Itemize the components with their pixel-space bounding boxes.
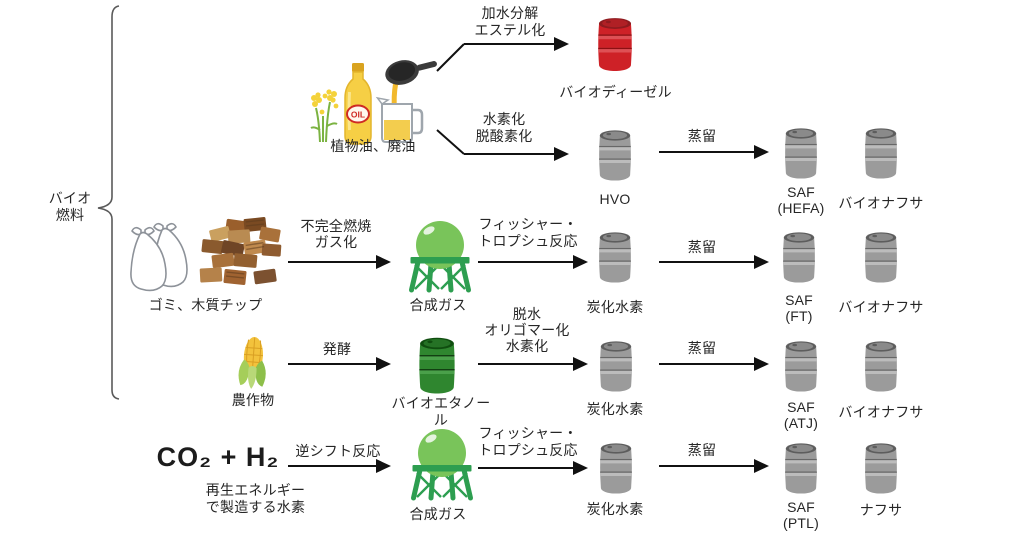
syngas-tank-icon-1: [404, 220, 476, 294]
trash-bags-icon: [126, 220, 192, 296]
syngas-label-2: 合成ガス: [409, 506, 467, 522]
hydrocarbon-drum-icon-3: [598, 439, 634, 495]
distill-label-4: 蒸留: [687, 442, 717, 458]
distill-label-2: 蒸留: [687, 239, 717, 255]
waste-source-label: ゴミ、木質チップ: [148, 297, 263, 313]
hydrocarbon-drum-icon-1: [597, 228, 633, 284]
syngas-label-1: 合成ガス: [409, 297, 467, 313]
saf-ft-drum-icon: [781, 228, 817, 284]
saf-ft-label: SAF (FT): [785, 292, 813, 324]
bionaphtha-drum-icon-3: [863, 337, 899, 393]
co2-h2-formula: CO₂ + H₂: [156, 442, 280, 472]
renewable-hydrogen-note: 再生エネルギー で製造する水素: [205, 482, 306, 515]
hydrocarbon-label-3: 炭化水素: [586, 501, 644, 517]
saf-atj-drum-icon: [783, 337, 819, 393]
hydrocarbon-label-2: 炭化水素: [586, 401, 644, 417]
frying-pan-pour-icon: [374, 58, 440, 150]
process-ester-label: 加水分解 エステル化: [474, 5, 546, 38]
biodiesel-label: バイオディーゼル: [559, 84, 672, 100]
hvo-label: HVO: [599, 191, 631, 207]
bionaphtha-label-1: バイオナフサ: [838, 195, 924, 211]
distill-label-1: 蒸留: [687, 128, 717, 144]
process-shift-label: 逆シフト反応: [295, 443, 381, 459]
bionaphtha-label-2: バイオナフサ: [838, 299, 924, 315]
process-gasify-label: 不完全燃焼 ガス化: [300, 218, 372, 250]
biodiesel-drum-icon: [596, 14, 634, 72]
process-ft-label-2: フィッシャー・ トロプシュ反応: [478, 425, 578, 458]
bioethanol-label: バイオエタノール: [391, 395, 491, 428]
hvo-drum-icon: [597, 126, 633, 182]
naphtha-label: ナフサ: [859, 502, 903, 518]
saf-hefa-drum-icon: [783, 124, 819, 180]
naphtha-drum-icon: [863, 439, 899, 495]
hydrocarbon-drum-icon-2: [598, 337, 634, 393]
bionaphtha-drum-icon-1: [863, 124, 899, 180]
corn-icon: [236, 334, 270, 390]
saf-hefa-label: SAF (HEFA): [777, 184, 825, 216]
saf-ptl-drum-icon: [783, 439, 819, 495]
bionaphtha-label-3: バイオナフサ: [838, 404, 924, 420]
bioethanol-drum-icon: [417, 334, 457, 394]
distill-label-3: 蒸留: [687, 340, 717, 356]
rapeseed-flower-icon: [306, 86, 342, 142]
process-hydro-label: 水素化 脱酸素化: [475, 111, 533, 144]
oil-source-label: 植物油、廃油: [330, 138, 416, 154]
biofuel-group-label: バイオ 燃料: [48, 190, 92, 223]
saf-ptl-label: SAF (PTL): [783, 499, 819, 531]
bionaphtha-drum-icon-2: [863, 228, 899, 284]
process-upgrade-label: 脱水 オリゴマー化 水素化: [484, 306, 570, 354]
biofuel-group-bracket: [97, 5, 120, 400]
process-ft-label-1: フィッシャー・ トロプシュ反応: [478, 216, 578, 249]
process-ferment-label: 発酵: [322, 341, 352, 357]
crop-source-label: 農作物: [231, 392, 275, 408]
flow-arrows: [288, 37, 769, 475]
split-line-ester: [436, 43, 465, 72]
split-line-hydro: [436, 129, 465, 155]
syngas-tank-icon-2: [406, 428, 478, 502]
saf-atj-label: SAF (ATJ): [783, 399, 819, 431]
wood-chips-icon: [196, 216, 284, 292]
oil-bottle-icon: [341, 62, 375, 146]
hydrocarbon-label-1: 炭化水素: [586, 299, 644, 315]
